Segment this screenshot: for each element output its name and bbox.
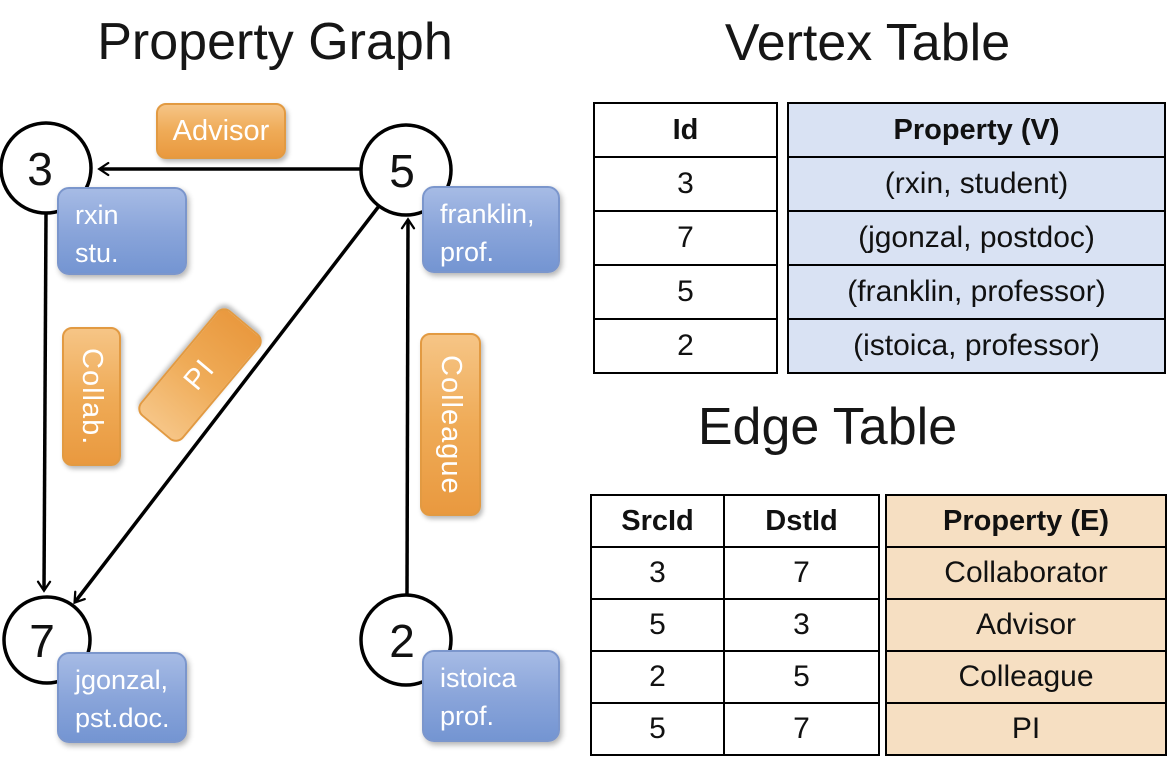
edge-property-header: Property (E)	[885, 494, 1167, 548]
edge-row-dst: 7	[723, 546, 880, 600]
vertex-label-2-line2: prof.	[440, 701, 495, 731]
edge-row-dst: 7	[723, 702, 880, 756]
edge-row-src: 2	[590, 650, 725, 704]
edge-row-dst: 5	[723, 650, 880, 704]
vertex-label-7-line2: pst.doc.	[75, 703, 170, 733]
vertex-label-3-line2: stu.	[75, 238, 119, 268]
vertex-row-id: 5	[593, 264, 778, 320]
edge-table-title: Edge Table	[697, 398, 958, 456]
vertex-row-property: (istoica, professor)	[787, 318, 1166, 374]
vertex-table-property-column: Property (V) (rxin, student) (jgonzal, p…	[787, 102, 1166, 374]
vertex-label-2: istoica prof.	[422, 650, 560, 742]
vertex-row-property: (rxin, student)	[787, 156, 1166, 212]
edge-row-property: PI	[885, 702, 1167, 756]
vertex-label-2-line1: istoica	[440, 663, 517, 693]
node-5-id: 5	[389, 145, 415, 197]
vertex-label-5-line2: prof.	[440, 237, 495, 267]
vertex-label-7: jgonzal, pst.doc.	[57, 652, 187, 743]
vertex-label-3-line1: rxin	[75, 200, 119, 230]
edge-dst-header: DstId	[723, 494, 880, 548]
edge-table-property-column: Property (E) Collaborator Advisor Collea…	[885, 494, 1167, 756]
edge-row-src: 5	[590, 702, 725, 756]
edge-label-pi-text: PI	[177, 353, 222, 397]
edge-label-colleague-text: Colleague	[435, 354, 467, 495]
edge-row-src: 5	[590, 598, 725, 652]
edge-pi-5-to-7	[73, 204, 381, 605]
edge-row-dst: 3	[723, 598, 880, 652]
vertex-id-header: Id	[593, 102, 778, 158]
vertex-label-7-line1: jgonzal,	[75, 665, 169, 695]
vertex-table-title: Vertex Table	[724, 14, 1011, 72]
edge-label-colleague: Colleague	[420, 333, 481, 516]
edge-label-advisor-text: Advisor	[172, 114, 270, 147]
vertex-label-5: franklin, prof.	[422, 186, 560, 273]
vertex-row-id: 2	[593, 318, 778, 374]
edge-collab-3-to-7	[36, 212, 52, 593]
vertex-label-3: rxin stu.	[57, 187, 187, 275]
property-graph-title: Property Graph	[97, 13, 453, 71]
node-2-id: 2	[389, 615, 415, 667]
edge-row-property: Colleague	[885, 650, 1167, 704]
vertex-row-id: 7	[593, 210, 778, 266]
edge-row-property: Advisor	[885, 598, 1167, 652]
node-3-id: 3	[27, 143, 53, 195]
vertex-table-id-column: Id 3 7 5 2	[593, 102, 778, 374]
vertex-property-header: Property (V)	[787, 102, 1166, 158]
edge-row-src: 3	[590, 546, 725, 600]
vertex-row-property: (franklin, professor)	[787, 264, 1166, 320]
edge-colleague-2-to-5	[400, 217, 416, 596]
vertex-row-id: 3	[593, 156, 778, 212]
edge-src-header: SrcId	[590, 494, 725, 548]
node-7-id: 7	[29, 615, 55, 667]
edge-label-collab-text: Collab.	[76, 347, 108, 446]
edge-label-collab: Collab.	[62, 327, 121, 466]
edge-row-property: Collaborator	[885, 546, 1167, 600]
vertex-row-property: (jgonzal, postdoc)	[787, 210, 1166, 266]
edge-label-advisor: Advisor	[156, 103, 286, 159]
vertex-label-5-line1: franklin,	[440, 199, 535, 229]
edge-table-src-dst-columns: SrcId DstId 3 7 5 3 2 5 5 7	[590, 494, 880, 756]
